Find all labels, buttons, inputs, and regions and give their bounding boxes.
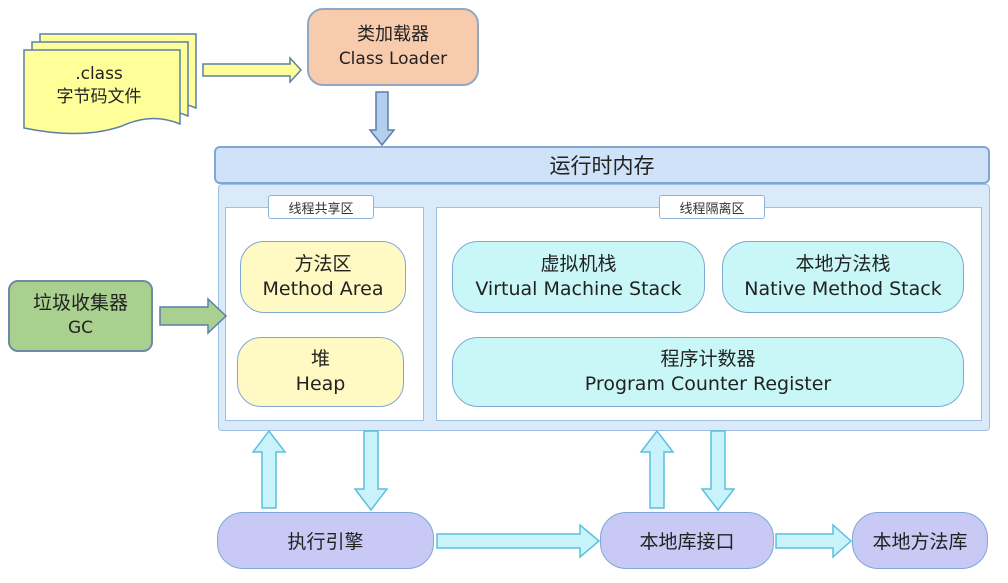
arrow-interface-to-memory: [639, 429, 675, 509]
bytecode-file-stack-icon: [23, 33, 197, 135]
execution-engine-box: 执行引擎: [217, 512, 434, 569]
gc-box: 垃圾收集器 GC: [8, 280, 153, 352]
native-stack-subtitle: Native Method Stack: [744, 278, 942, 300]
thread-isolated-area-tag: 线程隔离区: [659, 195, 765, 219]
arrow-bytecode-to-loader: [202, 56, 303, 84]
pc-register-box: 程序计数器 Program Counter Register: [452, 337, 964, 407]
arrow-gc-to-memory: [159, 297, 228, 335]
class-loader-title: 类加载器: [357, 24, 429, 45]
gc-title: 垃圾收集器: [32, 292, 128, 314]
arrow-memory-to-engine: [353, 430, 389, 512]
bytecode-file-ext: .class: [75, 64, 123, 84]
heap-box: 堆 Heap: [237, 337, 404, 407]
native-library-box: 本地方法库: [852, 512, 988, 569]
arrow-loader-to-memory: [368, 91, 396, 147]
vm-stack-title: 虚拟机栈: [540, 253, 617, 275]
execution-engine-label: 执行引擎: [287, 531, 364, 553]
arrow-engine-to-memory: [251, 429, 287, 509]
gc-subtitle: GC: [67, 318, 94, 338]
vm-stack-box: 虚拟机栈 Virtual Machine Stack: [452, 241, 705, 313]
heap-title: 堆: [310, 348, 330, 370]
arrow-memory-to-interface: [700, 430, 736, 512]
bytecode-file-label: 字节码文件: [56, 87, 142, 107]
runtime-memory-header: 运行时内存: [214, 146, 990, 184]
class-loader-subtitle: Class Loader: [338, 49, 448, 69]
vm-stack-subtitle: Virtual Machine Stack: [475, 278, 682, 300]
bytecode-file: .class 字节码文件: [24, 56, 174, 116]
runtime-memory-title: 运行时内存: [549, 154, 655, 178]
native-interface-box: 本地库接口: [600, 512, 774, 569]
thread-shared-area-tag: 线程共享区: [268, 195, 374, 219]
native-stack-box: 本地方法栈 Native Method Stack: [722, 241, 964, 313]
arrow-engine-to-interface: [436, 523, 601, 559]
native-interface-label: 本地库接口: [639, 531, 735, 553]
class-loader-box: 类加载器 Class Loader: [307, 8, 479, 86]
method-area-subtitle: Method Area: [262, 278, 384, 300]
pc-register-title: 程序计数器: [660, 348, 756, 370]
heap-subtitle: Heap: [295, 373, 346, 395]
native-library-label: 本地方法库: [872, 531, 968, 553]
method-area-box: 方法区 Method Area: [240, 241, 406, 313]
native-stack-title: 本地方法栈: [795, 253, 891, 275]
method-area-title: 方法区: [294, 253, 352, 275]
pc-register-subtitle: Program Counter Register: [584, 373, 832, 395]
arrow-interface-to-library: [775, 523, 853, 559]
